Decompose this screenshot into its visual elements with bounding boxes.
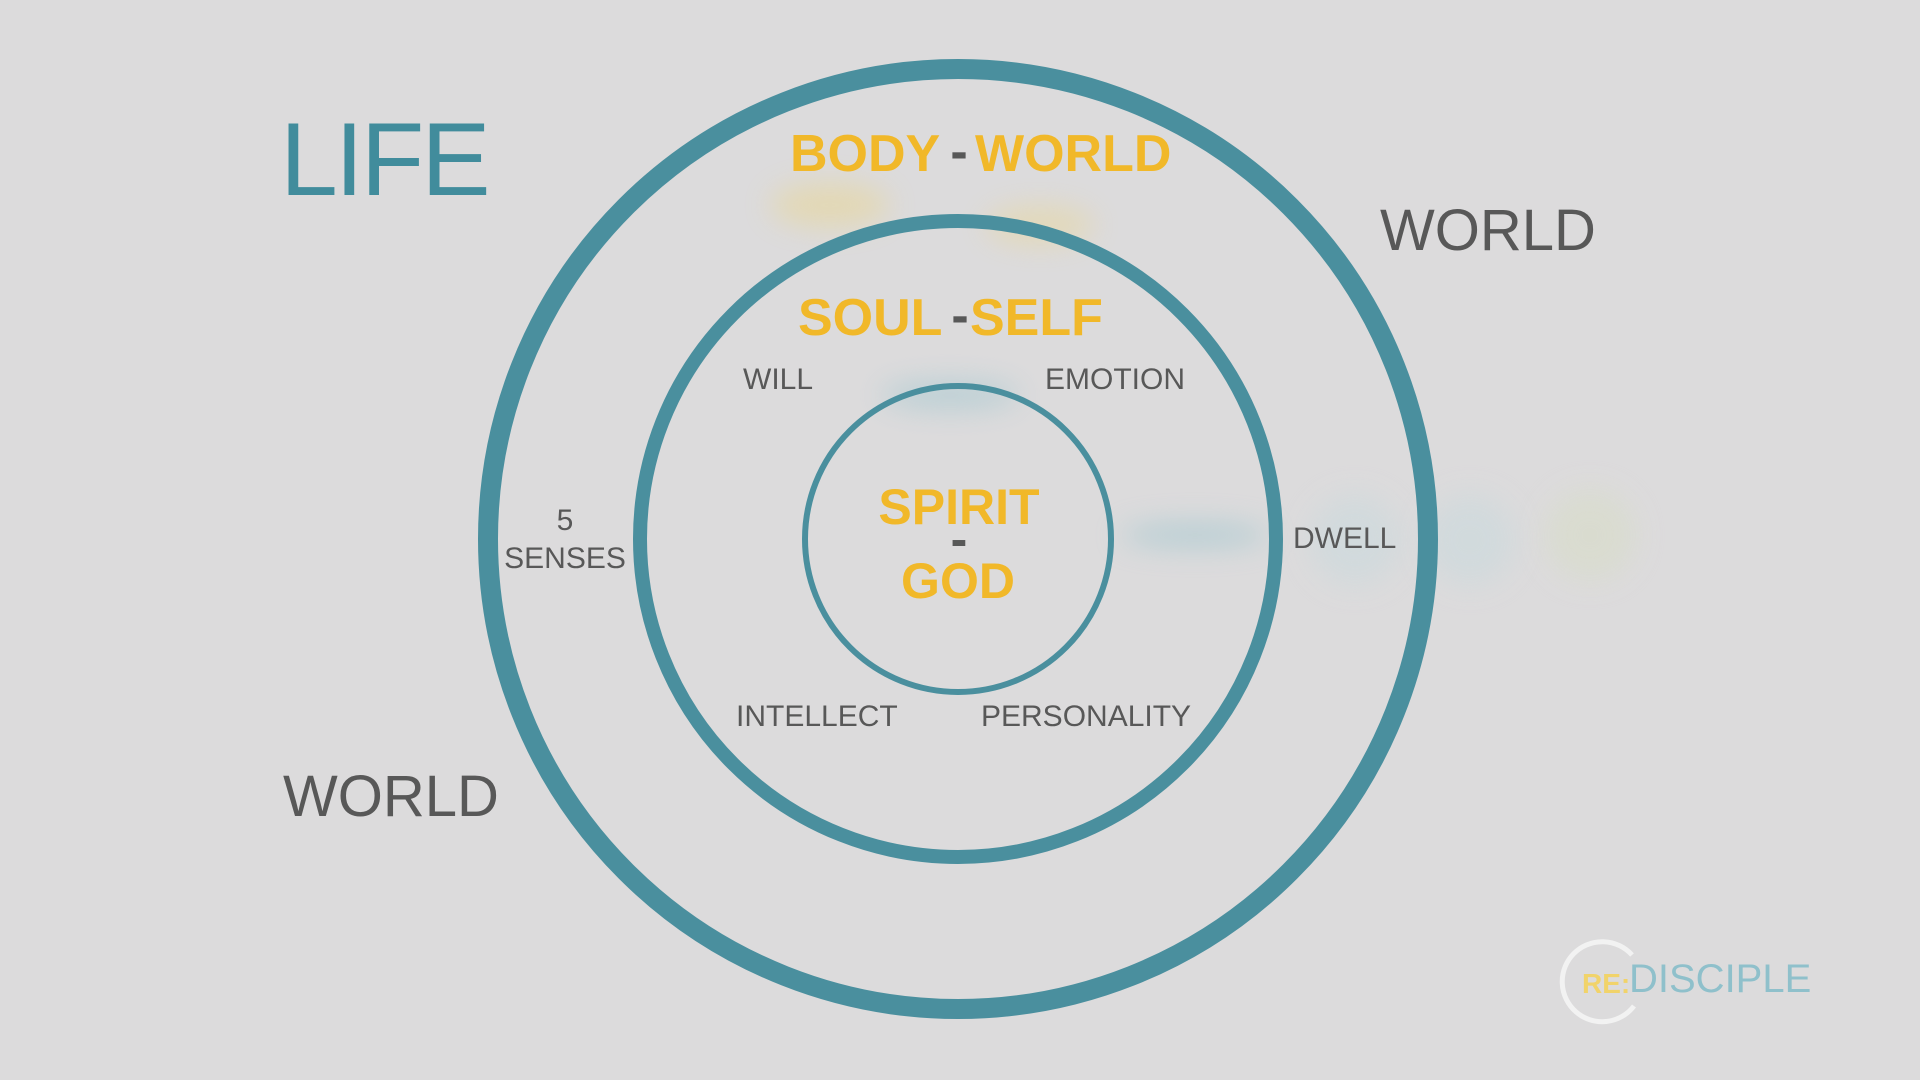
logo-name: DISCIPLE <box>1629 957 1811 1001</box>
intellect-label: INTELLECT <box>736 700 898 733</box>
body-label: BODY <box>790 125 940 183</box>
middle-ring <box>633 214 1283 864</box>
logo-swirl-icon <box>1559 939 1636 1025</box>
senses-number: 5 <box>557 504 574 537</box>
ghost-blob <box>1545 490 1635 580</box>
god-label: GOD <box>901 553 1015 609</box>
page-title: LIFE <box>280 102 488 218</box>
senses-label: SENSES <box>504 542 626 575</box>
emotion-label: EMOTION <box>1045 363 1185 396</box>
self-label: SELF <box>970 289 1103 347</box>
ghost-blob <box>1120 523 1270 547</box>
ghost-blob <box>1310 495 1400 585</box>
logo-prefix: RE: <box>1582 968 1630 999</box>
dwell-label: DWELL <box>1293 522 1396 555</box>
will-label: WILL <box>743 363 813 396</box>
body-world-dash: - <box>950 123 967 181</box>
spirit-label: SPIRIT <box>878 479 1039 535</box>
personality-label: PERSONALITY <box>981 700 1191 733</box>
world-label-left: WORLD <box>283 764 499 829</box>
ghost-blob <box>770 183 890 227</box>
inner-ring <box>802 383 1114 695</box>
outer-world-label: WORLD <box>975 125 1171 183</box>
outer-ring <box>478 59 1438 1019</box>
world-label-right: WORLD <box>1380 198 1596 263</box>
ghost-blob <box>1425 495 1515 585</box>
spirit-god-dash: - <box>951 511 968 567</box>
background-blur-ghosts <box>770 183 1635 585</box>
redisciple-logo: RE: DISCIPLE <box>1559 939 1811 1025</box>
soul-self-dash: - <box>951 287 968 345</box>
soul-label: SOUL <box>798 289 942 347</box>
